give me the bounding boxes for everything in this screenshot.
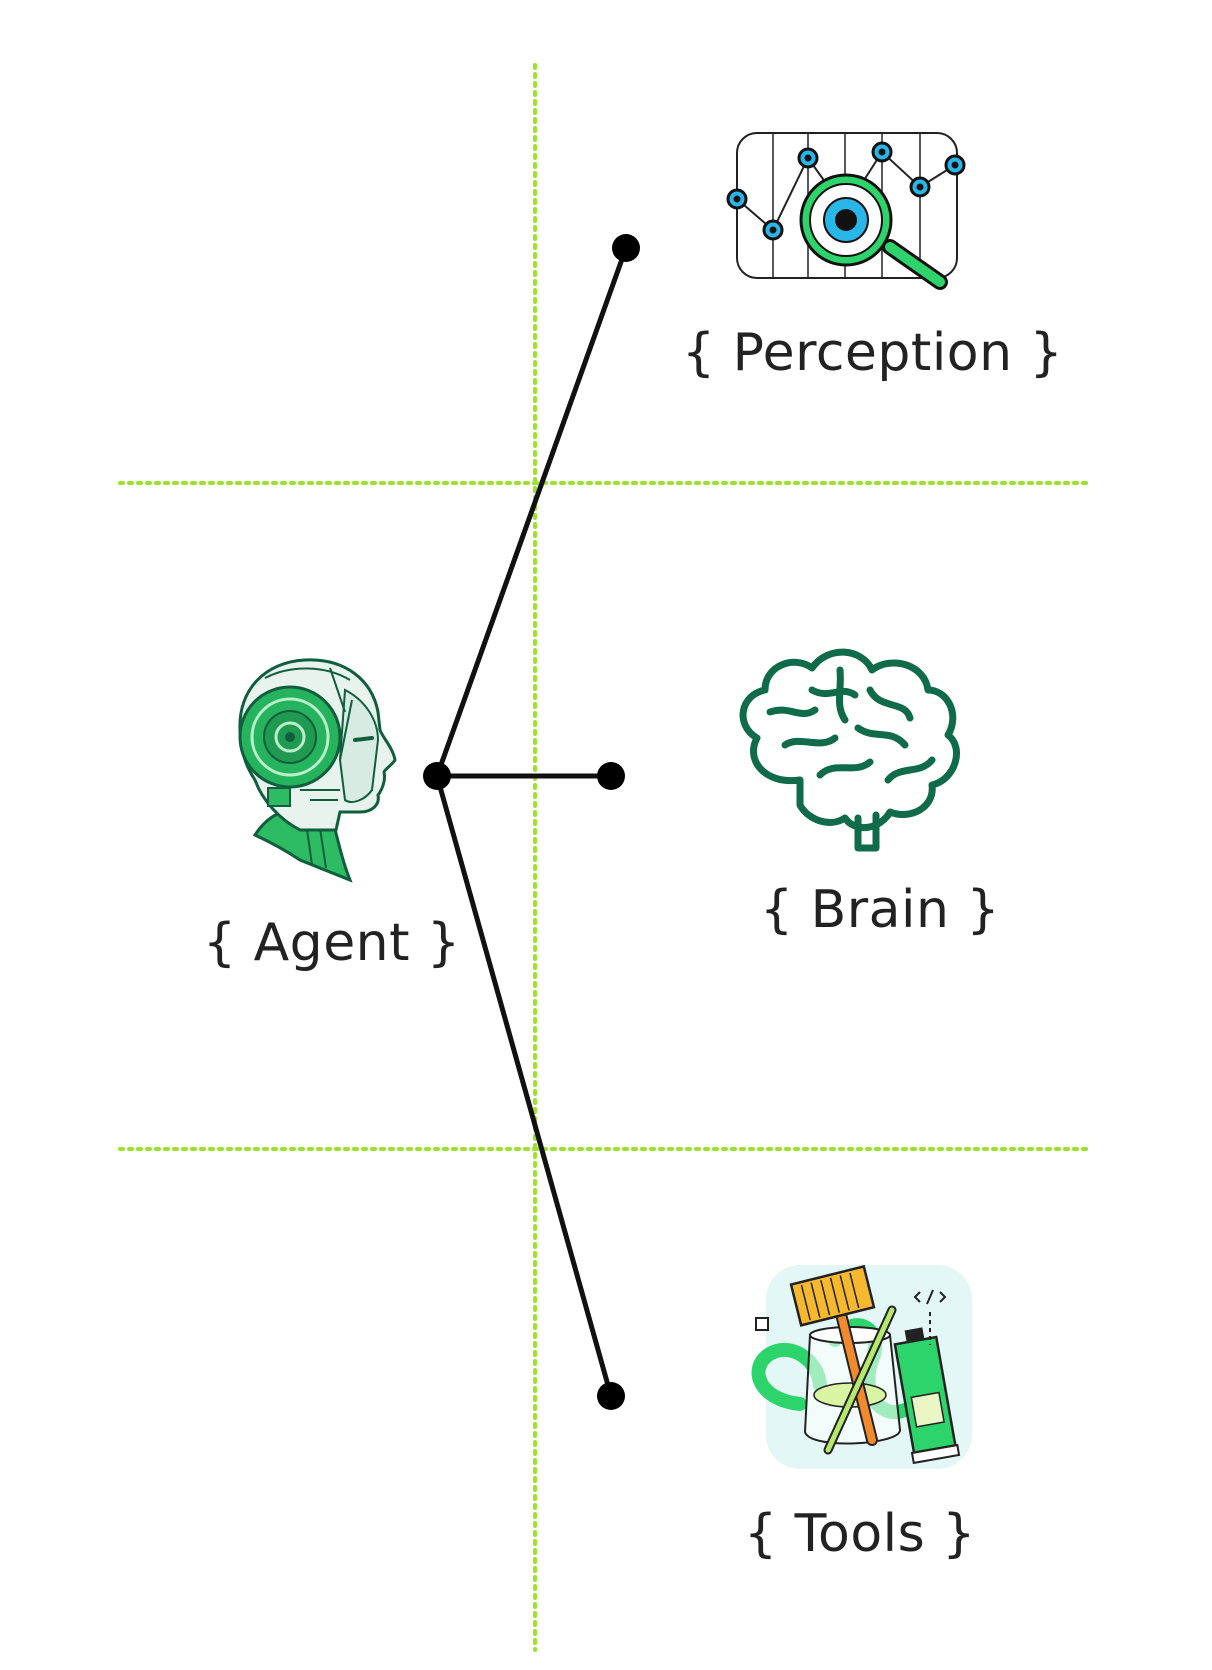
agent-label: { Agent } xyxy=(203,913,461,973)
data-magnifier-icon xyxy=(726,132,966,290)
node-perception xyxy=(612,234,640,262)
robot-head-icon xyxy=(238,658,397,883)
node-brain xyxy=(597,762,625,790)
node-agent xyxy=(423,762,451,790)
connector-tools xyxy=(434,773,614,1399)
brain-icon xyxy=(739,648,961,852)
tools-label: { Tools } xyxy=(744,1504,976,1564)
tools-jar-icon xyxy=(751,1264,972,1469)
brain-label: { Brain } xyxy=(760,880,1001,940)
connector-perception xyxy=(434,245,629,779)
connectors xyxy=(434,245,629,1399)
node-tools xyxy=(597,1382,625,1410)
guide-lines xyxy=(118,63,1092,1652)
perception-label: { Perception } xyxy=(682,323,1064,383)
connector-nodes xyxy=(423,234,640,1410)
